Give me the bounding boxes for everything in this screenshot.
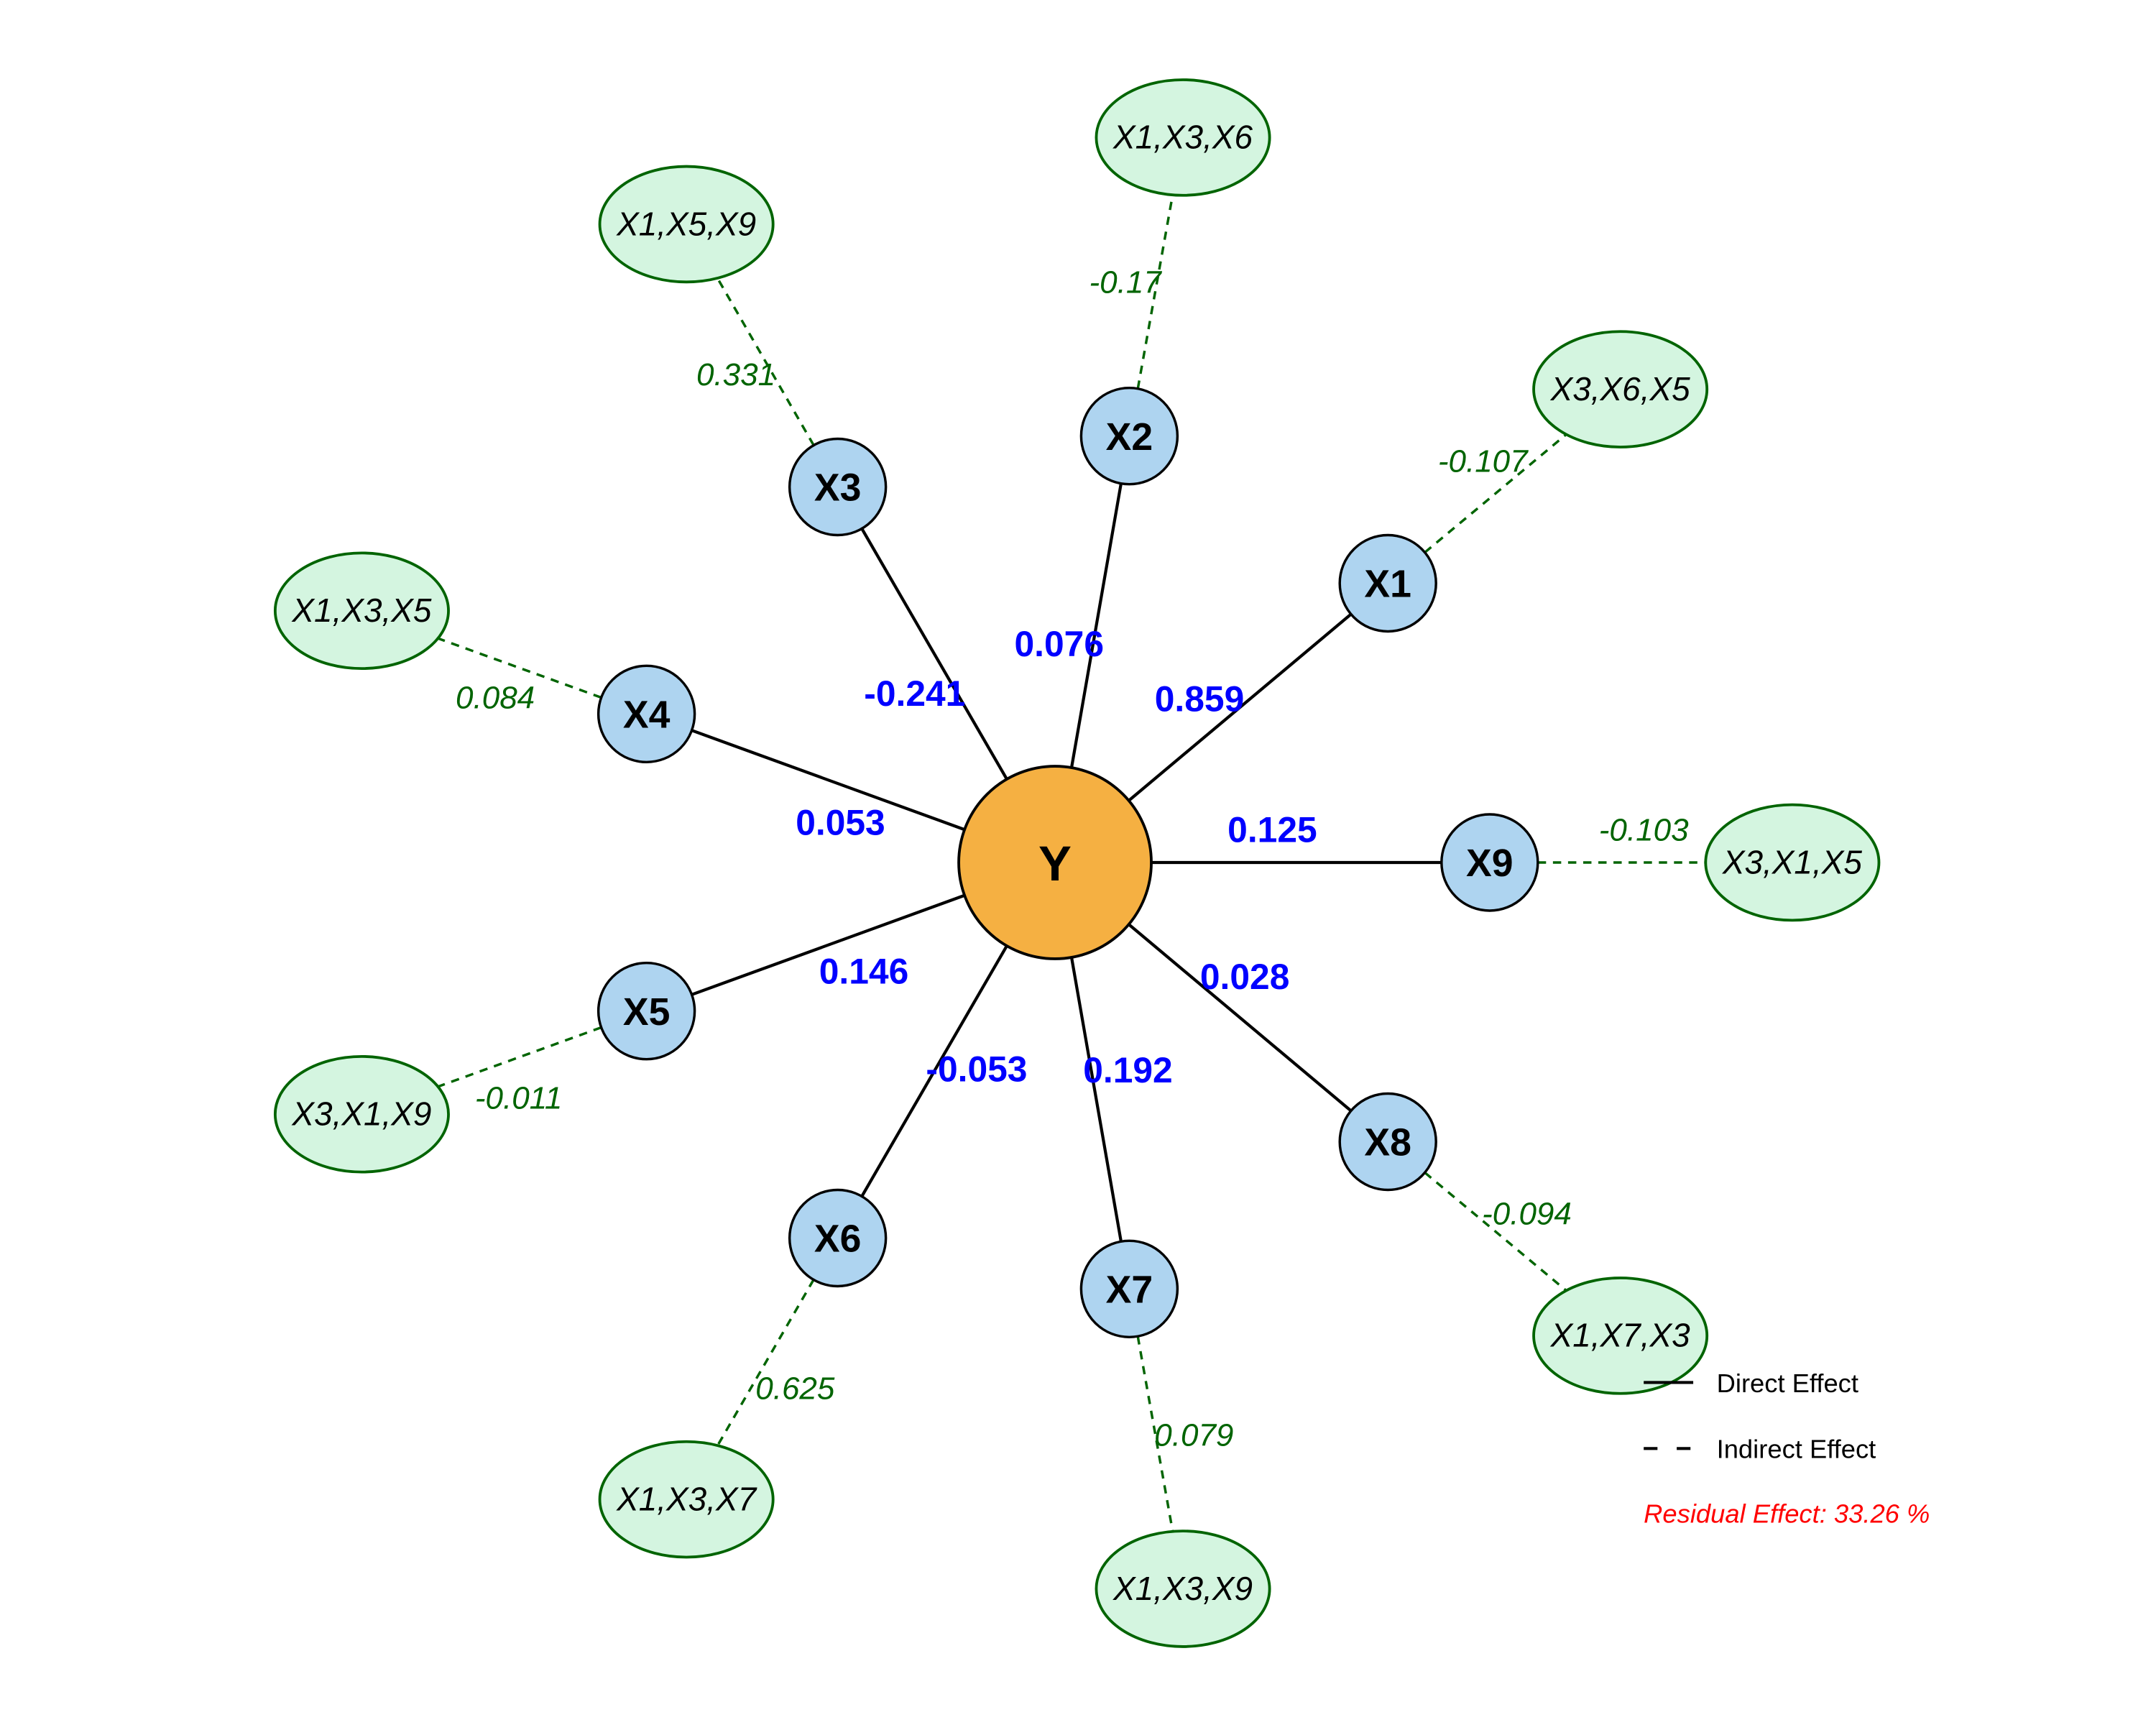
indirect-effect-label: 0.084 — [456, 681, 535, 716]
residual-effect-label: Residual Effect: 33.26 % — [1644, 1499, 1930, 1529]
indirect-effect-label: 0.625 — [755, 1371, 835, 1406]
indirect-node-label: X3,X6,X5 — [1550, 370, 1690, 408]
legend-direct-label: Direct Effect — [1717, 1368, 1858, 1398]
predictor-node-x9 — [1440, 813, 1539, 912]
predictor-node-label: X7 — [1106, 1268, 1153, 1311]
legend: Direct Effect Indirect Effect Residual E… — [1644, 1368, 1930, 1529]
indirect-path-x1 — [1424, 433, 1567, 553]
indirect-effect-label: -0.094 — [1482, 1196, 1572, 1231]
indirect-node-x3 — [598, 165, 775, 284]
indirect-path-x8 — [1424, 1172, 1567, 1292]
indirect-node-label: X1,X3,X9 — [1112, 1570, 1253, 1607]
indirect-path-x2 — [1136, 194, 1174, 390]
direct-effect-label: 0.076 — [1015, 624, 1105, 664]
indirect-path-x7 — [1136, 1335, 1174, 1532]
predictor-node-label: X9 — [1466, 842, 1514, 885]
indirect-path-x5 — [437, 1026, 602, 1088]
indirect-effect-label: 0.331 — [696, 357, 775, 392]
predictor-node-x6 — [788, 1188, 888, 1288]
indirect-effect-label: -0.17 — [1089, 265, 1162, 300]
indirect-node-x5 — [273, 1054, 450, 1174]
predictor-node-x4 — [596, 664, 696, 764]
direct-path-x7 — [1069, 957, 1123, 1242]
direct-effect-label: 0.053 — [796, 803, 885, 843]
direct-path-x5 — [691, 893, 965, 996]
direct-path-x8 — [1128, 923, 1353, 1113]
indirect-node-x4 — [273, 551, 450, 671]
direct-path-x3 — [860, 528, 1008, 781]
indirect-node-x8 — [1532, 1276, 1709, 1395]
indirect-node-label: X1,X3,X7 — [616, 1480, 757, 1517]
direct-effect-label: 0.028 — [1200, 957, 1290, 997]
indirect-node-label: X3,X1,X9 — [291, 1095, 431, 1133]
direct-effect-label: 0.146 — [819, 951, 909, 991]
predictor-node-label: X5 — [623, 990, 671, 1034]
direct-effect-label: 0.859 — [1155, 678, 1245, 719]
indirect-node-label: X3,X1,X5 — [1722, 843, 1862, 880]
direct-path-x6 — [860, 944, 1008, 1197]
predictor-node-x5 — [596, 961, 696, 1061]
direct-path-x1 — [1128, 612, 1353, 802]
response-node-y — [957, 765, 1153, 960]
predictor-node-label: X8 — [1364, 1121, 1411, 1164]
indirect-node-label: X1,X3,X6 — [1112, 119, 1253, 156]
direct-path-x2 — [1069, 483, 1123, 768]
indirect-node-x1 — [1532, 330, 1709, 448]
direct-effect-label: 0.192 — [1083, 1050, 1173, 1090]
predictor-node-x1 — [1338, 533, 1437, 633]
predictor-node-label: X1 — [1364, 563, 1411, 606]
indirect-effect-label: -0.103 — [1599, 812, 1689, 847]
indirect-node-label: X1,X3,X5 — [291, 592, 431, 629]
predictor-node-label: X6 — [814, 1218, 862, 1261]
predictor-node-label: X4 — [623, 693, 671, 736]
predictor-node-label: X3 — [814, 466, 862, 510]
direct-effect-label: -0.241 — [864, 673, 965, 714]
direct-path-x4 — [691, 729, 965, 832]
direct-effect-label: -0.053 — [926, 1049, 1027, 1089]
indirect-node-label: X1,X5,X9 — [616, 205, 756, 242]
indirect-effect-label: -0.011 — [475, 1081, 562, 1116]
predictor-node-x3 — [788, 437, 888, 537]
indirect-path-x3 — [716, 277, 815, 446]
predictor-node-label: X2 — [1106, 415, 1153, 459]
indirect-path-x6 — [717, 1279, 815, 1446]
indirect-node-x7 — [1095, 1530, 1271, 1648]
indirect-node-x6 — [598, 1440, 775, 1559]
predictor-node-x7 — [1079, 1239, 1179, 1339]
legend-indirect-label: Indirect Effect — [1717, 1435, 1876, 1464]
indirect-effect-label: 0.079 — [1154, 1417, 1233, 1453]
indirect-effect-label: -0.107 — [1438, 443, 1529, 479]
response-node-label: Y — [1038, 836, 1072, 891]
indirect-node-x9 — [1704, 803, 1881, 922]
indirect-node-label: X1,X7,X3 — [1550, 1317, 1690, 1354]
predictor-node-x2 — [1079, 386, 1179, 486]
predictor-node-x8 — [1338, 1092, 1437, 1192]
direct-effect-label: 0.125 — [1227, 809, 1317, 850]
indirect-node-x2 — [1095, 78, 1271, 197]
